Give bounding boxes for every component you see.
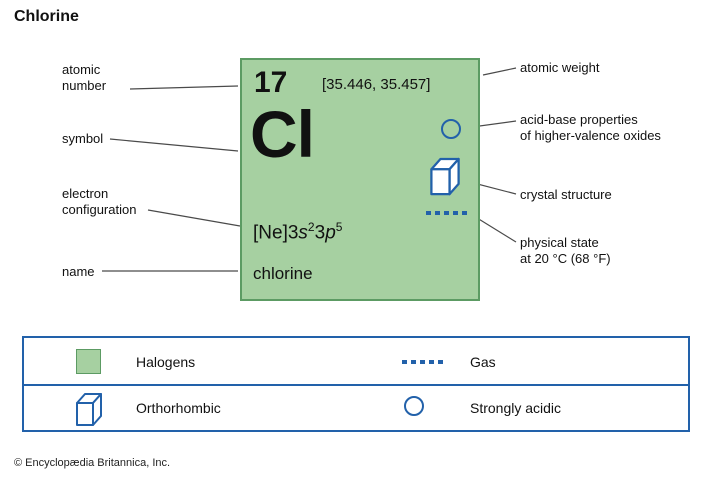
strongly-acidic-circle-icon [404, 396, 424, 416]
element-card: 17 [35.446, 35.457] Cl [Ne]3s23p5 chlori… [240, 58, 480, 301]
callout-atomic-weight: atomic weight [520, 60, 600, 75]
econfig-mid: 3 [314, 222, 326, 244]
callout-atomic-number: atomic number [62, 62, 107, 93]
connector-electron-configuration [147, 209, 241, 227]
callout-electron-configuration: electron configuration [62, 186, 137, 217]
electron-configuration-value: [Ne]3s23p5 [253, 220, 342, 244]
atomic-number-value: 17 [254, 66, 288, 99]
econfig-p-superscript: 5 [335, 220, 343, 234]
element-name-value: chlorine [253, 264, 313, 283]
legend-label-gas: Gas [470, 354, 496, 370]
callout-symbol: symbol [62, 131, 104, 146]
callout-physical-state: physical state at 20 °C (68 °F) [520, 235, 611, 266]
econfig-s-orbital: s [298, 222, 308, 244]
legend-divider [24, 384, 688, 386]
econfig-core: [Ne]3 [253, 222, 299, 244]
atomic-weight-value: [35.446, 35.457] [322, 76, 431, 93]
element-symbol: Cl [250, 97, 315, 171]
copyright-notice: © Encyclopædia Britannica, Inc. [14, 457, 171, 469]
connector-symbol [109, 138, 239, 152]
crystal-structure-cube-icon [428, 154, 462, 203]
legend-label-halogens: Halogens [136, 354, 196, 370]
econfig-s-superscript: 2 [307, 220, 315, 234]
connector-atomic-weight [482, 67, 517, 76]
orthorhombic-cube-icon [74, 390, 104, 433]
legend-box: Halogens Gas Orthorhombic Strongly acidi… [22, 336, 690, 432]
legend-label-orthorhombic: Orthorhombic [136, 400, 221, 416]
acid-base-circle-icon [441, 119, 461, 139]
econfig-p-orbital: p [325, 222, 336, 244]
physical-state-gas-dashes-icon [426, 211, 470, 215]
legend-label-strongly-acidic: Strongly acidic [470, 400, 562, 416]
callout-crystal-structure: crystal structure [520, 187, 612, 202]
callout-acid-base-properties: acid-base properties of higher-valence o… [520, 112, 661, 143]
callout-name: name [62, 264, 95, 279]
gas-dashes-icon [402, 360, 444, 364]
halogens-swatch-icon [76, 349, 101, 374]
connector-atomic-number [129, 85, 239, 90]
page-title: Chlorine [14, 8, 79, 25]
